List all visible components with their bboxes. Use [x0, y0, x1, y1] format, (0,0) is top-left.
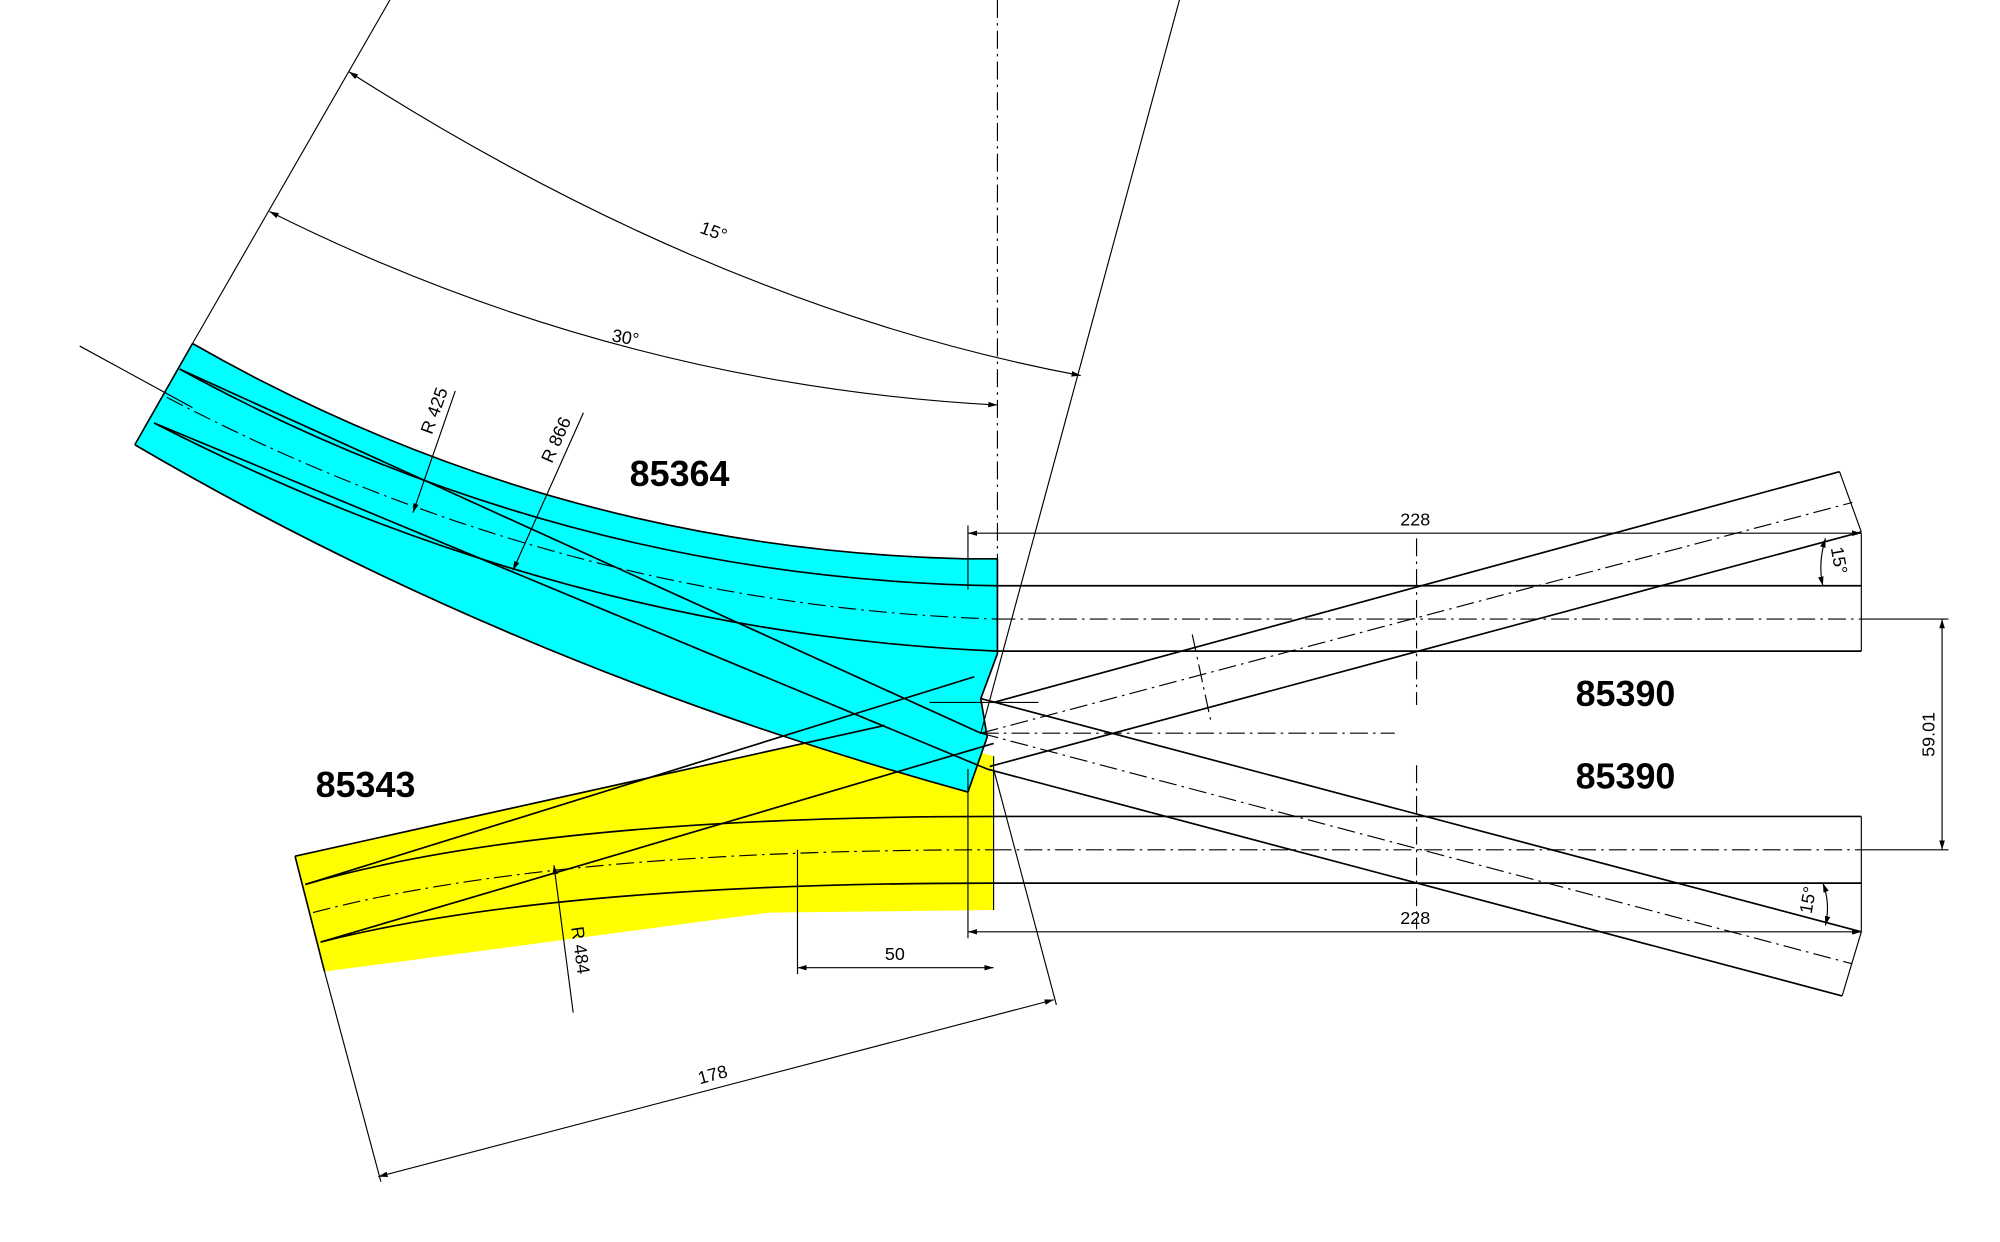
part-label-85364: 85364	[630, 454, 730, 494]
part-85364-fill	[134, 343, 998, 793]
angle-right-bottom-label: 15°	[1796, 885, 1820, 915]
part-label-85343: 85343	[316, 765, 416, 805]
angle-30-label: 30°	[610, 325, 640, 349]
offset-59-label: 59.01	[1918, 712, 1938, 757]
part-85390-lower	[980, 697, 1862, 997]
radius-425-label: R 425	[417, 385, 452, 437]
part-label-85390-lower: 85390	[1576, 756, 1676, 796]
part-85390-upper	[980, 470, 1862, 768]
angle-15-label: 15°	[697, 217, 729, 245]
radius-866-label: R 866	[537, 414, 575, 466]
dimension-lines	[269, 71, 1949, 1182]
length-228-bottom-label: 228	[1400, 908, 1430, 928]
part-85343-fill	[295, 725, 994, 972]
length-228-top-label: 228	[1400, 510, 1430, 530]
length-178-label: 178	[696, 1061, 730, 1088]
length-50-label: 50	[885, 944, 905, 964]
angle-right-top-label: 15°	[1827, 545, 1851, 575]
part-85343-tracks	[294, 675, 995, 972]
part-label-85390-upper: 85390	[1576, 674, 1676, 714]
